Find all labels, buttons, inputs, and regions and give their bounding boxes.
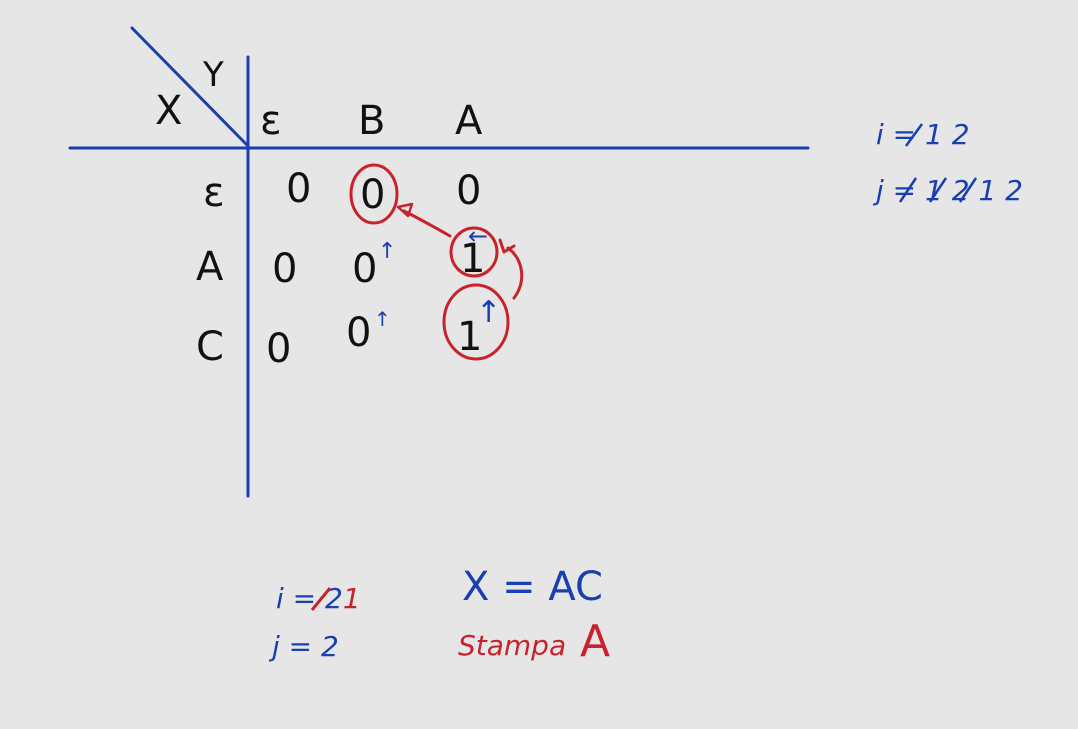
col-header-a: A: [455, 98, 483, 144]
counter-j-bottom: j = 2: [268, 630, 339, 663]
cell-2-2-arrow-mark: ↑: [476, 295, 501, 330]
cell-1-1: 0: [352, 246, 377, 292]
traceback-circle-cell-1-2: [449, 226, 499, 278]
cell-0-0: 0: [286, 166, 311, 212]
arrowhead-left-icon: [396, 202, 414, 218]
strike-mark: [898, 177, 918, 203]
cell-1-0: 0: [272, 246, 297, 292]
counter-i-prefix: i =: [276, 582, 325, 615]
row-header-c: C: [196, 324, 224, 370]
col-header-epsilon: ε: [260, 98, 282, 144]
cell-1-1-arrow-mark: ↑: [378, 239, 396, 264]
strike-mark: [928, 177, 948, 203]
cell-1-2-arrow-mark: ←: [468, 222, 488, 250]
cell-2-1: 0: [346, 310, 371, 356]
traceback-arrow-to-cell-0-1: [402, 209, 452, 238]
traceback-circle-cell-2-2: [442, 283, 510, 361]
col-header-b: B: [358, 98, 385, 144]
strike-mark: [904, 123, 924, 147]
cell-0-2: 0: [456, 168, 481, 214]
traceback-circle-cell-0-1: [349, 163, 399, 225]
cell-2-1-arrow-mark: ↑: [374, 307, 391, 331]
counter-i-top: i = 1 2: [876, 118, 970, 151]
counter-j-top: j = 1 2 1 2: [872, 174, 1023, 207]
corner-x-label: X: [155, 88, 182, 134]
cell-0-1: 0: [360, 172, 385, 218]
counter-i-struck: 2: [325, 582, 343, 615]
corner-y-label: Y: [202, 55, 224, 95]
counter-i-value: 1: [343, 582, 361, 615]
strike-mark: [958, 177, 978, 203]
strike-mark: [310, 587, 332, 611]
row-header-a: A: [196, 244, 224, 290]
traceback-arrow-to-cell-1-2: [506, 246, 524, 300]
print-value: A: [580, 616, 610, 667]
print-label: Stampa: [458, 629, 566, 662]
counter-i-bottom: i = 21: [276, 582, 361, 615]
arrowhead-up-icon: [498, 238, 516, 254]
diagonal-corner-line: [130, 26, 250, 148]
cell-2-2: 1: [457, 314, 482, 360]
cell-2-0: 0: [266, 326, 291, 372]
result-x-value: X = AC: [462, 564, 603, 610]
row-header-epsilon: ε: [203, 170, 225, 216]
